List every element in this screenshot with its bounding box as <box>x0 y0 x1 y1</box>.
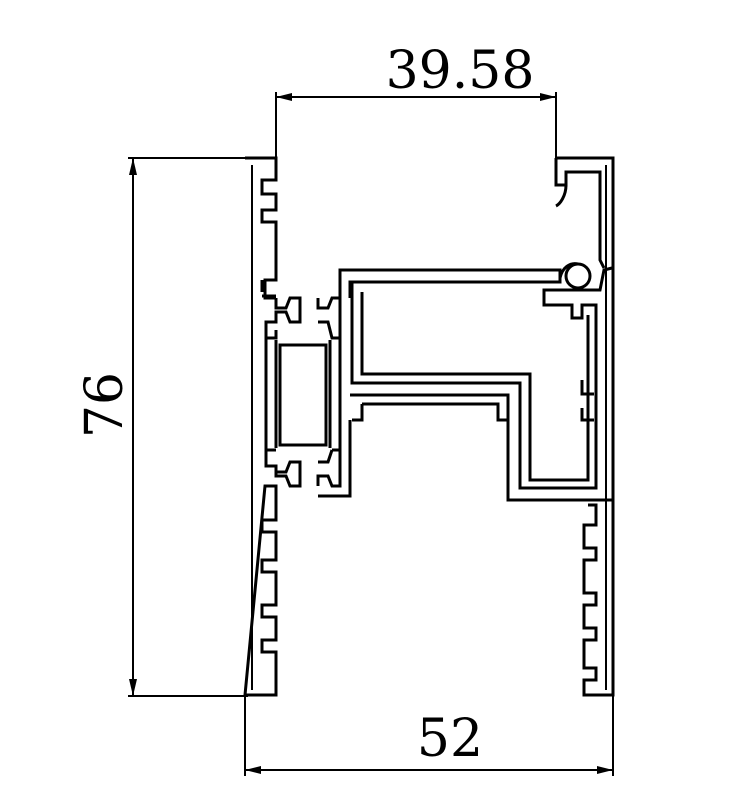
thermal-break-body <box>264 338 342 452</box>
hook-lip <box>555 184 568 208</box>
top-right-hook <box>554 158 606 269</box>
arrow-head <box>129 158 137 175</box>
gasket-base <box>556 266 613 292</box>
thermal-break-lower <box>264 449 342 488</box>
arrow-head <box>129 679 137 696</box>
right-outer-wall <box>556 156 615 697</box>
left-outer-wall <box>243 156 278 697</box>
dimension-left: 76 <box>75 157 248 697</box>
sash-ribs <box>580 380 594 422</box>
dimension-label-top: 39.58 <box>386 41 535 101</box>
left-grip-ribs <box>260 280 276 298</box>
profile-section <box>243 156 615 697</box>
dimension-top: 39.58 <box>275 41 557 160</box>
inner-sash-inner-line <box>360 292 590 482</box>
dimension-bottom: 52 <box>244 695 614 776</box>
thermal-break <box>264 296 352 498</box>
upper-sash-arm <box>338 268 562 298</box>
thermal-break-base <box>265 420 352 498</box>
thermal-break-core <box>278 343 328 447</box>
gasket-bulb <box>564 262 592 290</box>
inner-sash-section <box>350 282 598 490</box>
dimension-label-left: 76 <box>75 372 135 438</box>
arrow-head <box>540 93 556 101</box>
thermal-break-upper <box>264 296 302 340</box>
dimension-label-bottom: 52 <box>417 709 483 769</box>
arrow-head <box>276 93 292 101</box>
arrow-head <box>245 766 261 774</box>
arrow-head <box>597 766 613 774</box>
middle-bar <box>350 393 612 502</box>
thermal-break-upper-right <box>316 296 342 340</box>
